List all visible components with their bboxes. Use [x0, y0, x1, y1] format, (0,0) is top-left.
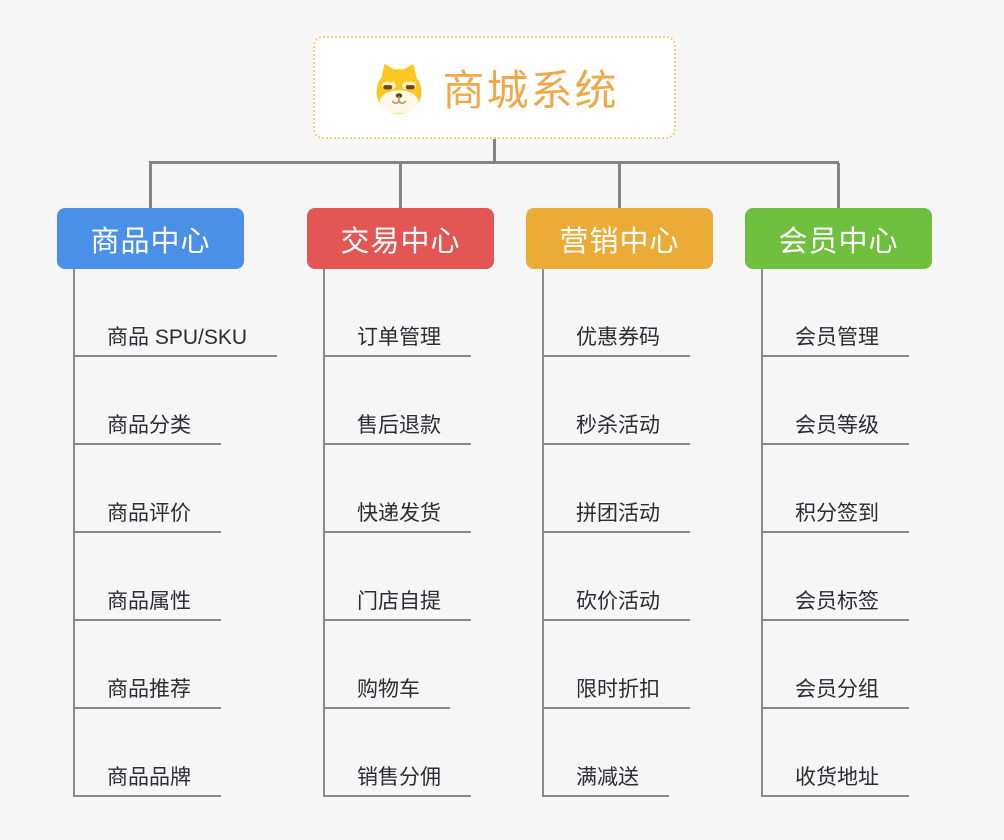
branch-item[interactable]: 购物车 [323, 621, 450, 709]
connector-drop-product [149, 163, 152, 209]
branch-item[interactable]: 商品品牌 [73, 709, 221, 797]
branch-product-center: 商品中心 商品 SPU/SKU 商品分类 商品评价 商品属性 商品推荐 商品品牌 [57, 208, 278, 797]
branch-member-center: 会员中心 会员管理 会员等级 积分签到 会员标签 会员分组 收货地址 [745, 208, 932, 797]
branch-item[interactable]: 收货地址 [761, 709, 909, 797]
branch-items: 订单管理 售后退款 快递发货 门店自提 购物车 销售分佣 [323, 269, 471, 797]
branch-item[interactable]: 会员标签 [761, 533, 909, 621]
branch-connector-line [73, 269, 75, 797]
branch-marketing-center: 营销中心 优惠券码 秒杀活动 拼团活动 砍价活动 限时折扣 满减送 [526, 208, 713, 797]
branch-item[interactable]: 积分签到 [761, 445, 909, 533]
branch-header-member[interactable]: 会员中心 [745, 208, 932, 269]
shiba-dog-icon [370, 61, 428, 115]
branch-connector-line [761, 269, 763, 797]
branch-items: 会员管理 会员等级 积分签到 会员标签 会员分组 收货地址 [761, 269, 909, 797]
connector-drop-member [837, 163, 840, 209]
branch-header-trade[interactable]: 交易中心 [307, 208, 494, 269]
branch-items: 商品 SPU/SKU 商品分类 商品评价 商品属性 商品推荐 商品品牌 [73, 269, 278, 797]
branch-item[interactable]: 商品 SPU/SKU [73, 269, 278, 357]
root-title: 商城系统 [442, 67, 619, 114]
connector-bus [149, 161, 839, 164]
branch-header-product[interactable]: 商品中心 [57, 208, 244, 269]
root-node[interactable]: 商城系统 [313, 36, 676, 139]
branch-item[interactable]: 订单管理 [323, 269, 471, 357]
connector-drop-trade [399, 163, 402, 209]
branch-item[interactable]: 砍价活动 [542, 533, 690, 621]
branch-item[interactable]: 会员管理 [761, 269, 909, 357]
branch-trade-center: 交易中心 订单管理 售后退款 快递发货 门店自提 购物车 销售分佣 [307, 208, 494, 797]
branch-item[interactable]: 拼团活动 [542, 445, 690, 533]
branch-item[interactable]: 商品评价 [73, 445, 221, 533]
branch-item[interactable]: 优惠券码 [542, 269, 690, 357]
branch-item[interactable]: 商品推荐 [73, 621, 221, 709]
branch-item[interactable]: 快递发货 [323, 445, 471, 533]
branch-connector-line [323, 269, 325, 797]
branch-item[interactable]: 销售分佣 [323, 709, 471, 797]
branch-item[interactable]: 会员分组 [761, 621, 909, 709]
connector-drop-marketing [618, 163, 621, 209]
branch-connector-line [542, 269, 544, 797]
branch-item[interactable]: 秒杀活动 [542, 357, 690, 445]
connector-root-stub [493, 139, 496, 164]
branch-item[interactable]: 门店自提 [323, 533, 471, 621]
branch-item[interactable]: 满减送 [542, 709, 669, 797]
branch-item[interactable]: 售后退款 [323, 357, 471, 445]
branch-items: 优惠券码 秒杀活动 拼团活动 砍价活动 限时折扣 满减送 [542, 269, 690, 797]
branch-item[interactable]: 商品分类 [73, 357, 221, 445]
branch-item[interactable]: 商品属性 [73, 533, 221, 621]
branch-item[interactable]: 会员等级 [761, 357, 909, 445]
branch-item[interactable]: 限时折扣 [542, 621, 690, 709]
branch-header-marketing[interactable]: 营销中心 [526, 208, 713, 269]
